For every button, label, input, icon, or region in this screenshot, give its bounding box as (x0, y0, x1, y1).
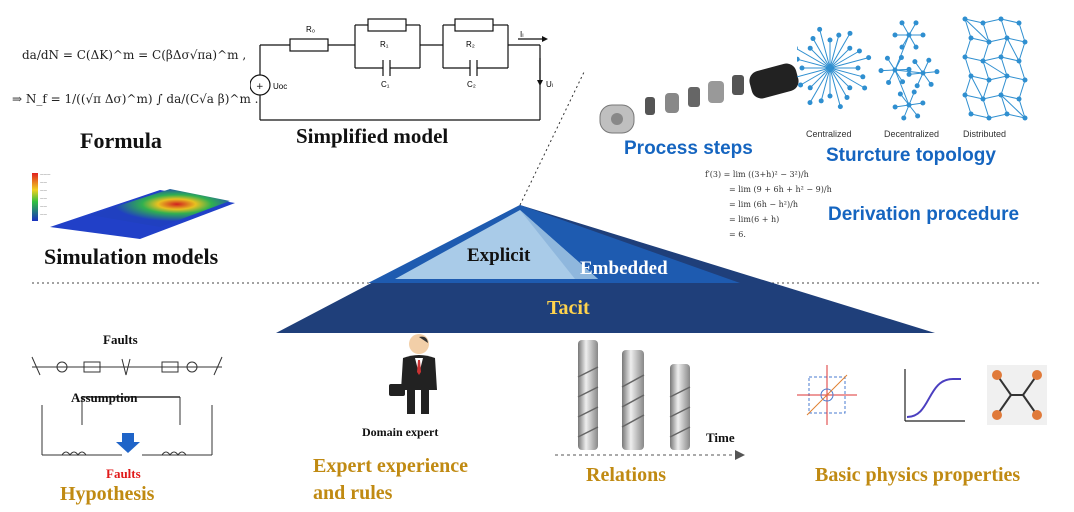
time-label: Time (706, 430, 735, 445)
circuit-uoc: Uoc (273, 82, 288, 91)
tacit-label: Tacit (547, 297, 590, 319)
svg-text:——: —— (40, 188, 48, 192)
and-rules-label: and rules (313, 482, 393, 504)
circuit-c1: C₁ (381, 80, 390, 89)
svg-text:——: —— (40, 196, 48, 200)
physics-icons (797, 365, 1047, 425)
faults-bottom-label: Faults (106, 466, 141, 481)
derivation-step: = lim (9 + 6h + h² − 9)/h (729, 185, 832, 194)
circuit-c2: C₂ (467, 80, 476, 89)
circuit-ul: Uₗ (546, 80, 554, 89)
exploded-motor-image (599, 63, 799, 134)
formula-label: Formula (80, 128, 162, 153)
svg-text:———: ——— (40, 172, 51, 176)
simplified-model-label: Simplified model (296, 124, 449, 148)
svg-text:——: —— (40, 180, 48, 184)
explicit-label: Explicit (467, 245, 531, 266)
svg-text:——: —— (40, 204, 48, 208)
domain-expert-label: Domain expert (362, 425, 439, 439)
expert-experience-label: Expert experience (313, 455, 468, 477)
circuit-il: Iₗ (520, 30, 524, 39)
circuit-r0: R₀ (306, 25, 316, 34)
time-arrow (555, 450, 745, 460)
circuit-r2: R₂ (466, 40, 475, 49)
derivation-step: = lim (6h − h²)/h (729, 200, 798, 209)
simulation-contour-image: ——————— —————— (32, 172, 235, 239)
fatigue-formula-line2: ⇒ N_f = 1/((√π Δσ)^m) ∫ da/(C√a β)^m . (12, 92, 259, 106)
circuit-r1: R₁ (380, 40, 389, 49)
topology-decentralized-label: Decentralized (884, 129, 940, 139)
topology-distributed-label: Distributed (963, 129, 1007, 139)
derivation-step: = lim(6 + h) (729, 215, 780, 224)
structure-topology-label: Sturcture topology (826, 145, 996, 166)
process-steps-label: Process steps (624, 138, 753, 159)
simulation-models-label: Simulation models (44, 244, 219, 269)
domain-expert-figure (389, 334, 437, 414)
assumption-label: Assumption (71, 390, 138, 405)
derivation-step: f′(3) = lim ((3+h)² − 3²)/h (705, 170, 809, 179)
hypothesis-label: Hypothesis (60, 483, 155, 505)
derivation-steps: f′(3) = lim ((3+h)² − 3²)/h = lim (9 + 6… (705, 167, 832, 242)
fatigue-formula-line1: da/dN = C(ΔK)^m = C(βΔσ√πa)^m , (22, 48, 247, 62)
svg-text:+: + (256, 82, 264, 92)
derivation-step: = 6. (729, 230, 746, 239)
power-system-fault-diagram (31, 356, 223, 456)
topology-networks (797, 16, 1028, 121)
end-mill-tools-image (577, 340, 691, 450)
equivalent-circuit-diagram: + (250, 18, 548, 121)
faults-top-label: Faults (103, 332, 138, 347)
svg-text:——: —— (40, 212, 48, 216)
embedded-label: Embedded (580, 258, 668, 279)
topology-centralized-label: Centralized (806, 129, 852, 139)
basic-physics-label: Basic physics properties (815, 464, 1021, 486)
derivation-procedure-label: Derivation procedure (828, 204, 1020, 225)
explicit-layer (395, 210, 598, 279)
relations-label: Relations (586, 464, 666, 486)
